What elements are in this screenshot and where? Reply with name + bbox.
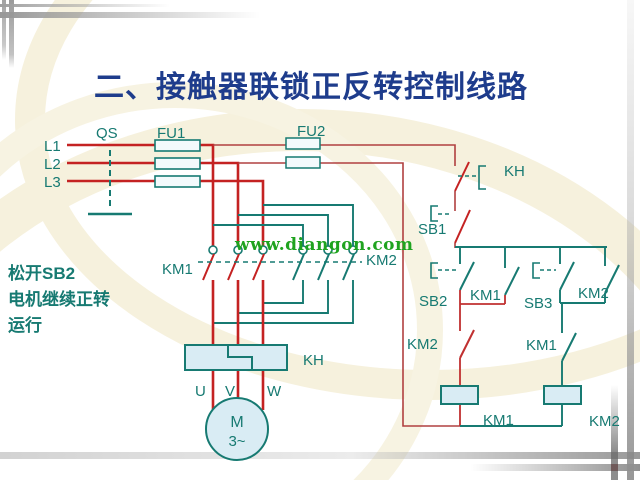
label-km2-interlock: KM2: [407, 336, 438, 353]
label-km1-coil: KM1: [483, 412, 514, 429]
sb3-blade: [559, 261, 575, 291]
reverse-branch-wires: [460, 290, 606, 427]
fu1-fuse-2: [154, 157, 201, 170]
kh-heater-notch: [227, 346, 253, 369]
km2-feed-wires: [213, 204, 354, 246]
wires-to-heater: [211, 280, 265, 345]
km1-coil: [440, 385, 479, 405]
label-motor-m: M: [230, 414, 243, 431]
forward-branch-wires: [459, 290, 506, 426]
note-line-1: 松开SB2: [8, 264, 76, 283]
label-l2: L2: [44, 156, 61, 173]
kh-nc-bracket: [478, 165, 486, 190]
motor-circle: [205, 397, 269, 461]
sb1-blade: [454, 209, 471, 244]
km2-interlock-blade: [459, 329, 475, 359]
km1-contact-blades: [202, 253, 265, 281]
label-sb2: SB2: [419, 293, 447, 310]
wires-to-motor: [211, 370, 265, 410]
swoosh-arc-lower: [0, 82, 443, 480]
label-w: W: [267, 383, 282, 400]
sb3-button-cap: [532, 262, 540, 279]
fu2-fuse-1: [285, 137, 321, 150]
label-qs: QS: [96, 125, 118, 142]
slide-title: 二、接触器联锁正反转控制线路: [94, 71, 528, 104]
km2-contact-blades: [292, 253, 355, 281]
fu1-fuse-1: [154, 139, 201, 152]
fu1-fuse-3: [154, 175, 201, 188]
note-line-2: 电机继续正转: [8, 290, 110, 309]
label-km1-main: KM1: [162, 261, 193, 278]
label-kh-contact: KH: [504, 163, 525, 180]
watermark-text: www.diangon.com: [234, 235, 414, 255]
label-km1-interlock: KM1: [526, 337, 557, 354]
label-u: U: [195, 383, 206, 400]
km2-output-wires: [213, 280, 354, 324]
km1-contact-terminal-1: [208, 245, 218, 255]
sb1-button-cap: [430, 205, 438, 222]
note-line-3: 运行: [8, 316, 42, 335]
label-km2-main: KM2: [366, 252, 397, 269]
label-km1-aux: KM1: [470, 287, 501, 304]
label-fu2: FU2: [297, 123, 325, 140]
label-sb1: SB1: [418, 221, 446, 238]
label-fu1: FU1: [157, 125, 185, 142]
label-km2-aux: KM2: [578, 285, 609, 302]
label-kh-heater: KH: [303, 352, 324, 369]
label-l1: L1: [44, 138, 61, 155]
label-v: V: [225, 383, 235, 400]
fu2-fuse-2: [285, 156, 321, 169]
label-l3: L3: [44, 174, 61, 191]
label-sb3: SB3: [524, 295, 552, 312]
control-rail-and-drops: [455, 246, 607, 268]
km2-aux-blade: [604, 264, 620, 294]
km1-interlock-blade: [561, 332, 577, 362]
sb2-button-cap: [430, 262, 438, 279]
km2-coil: [543, 385, 582, 405]
label-km2-coil: KM2: [589, 413, 620, 430]
sb2-blade: [459, 261, 475, 291]
km1-aux-blade: [504, 266, 520, 296]
annotation-note: 松开SB2 电机继续正转 运行: [8, 261, 110, 339]
label-motor-phase: 3~: [228, 433, 245, 450]
